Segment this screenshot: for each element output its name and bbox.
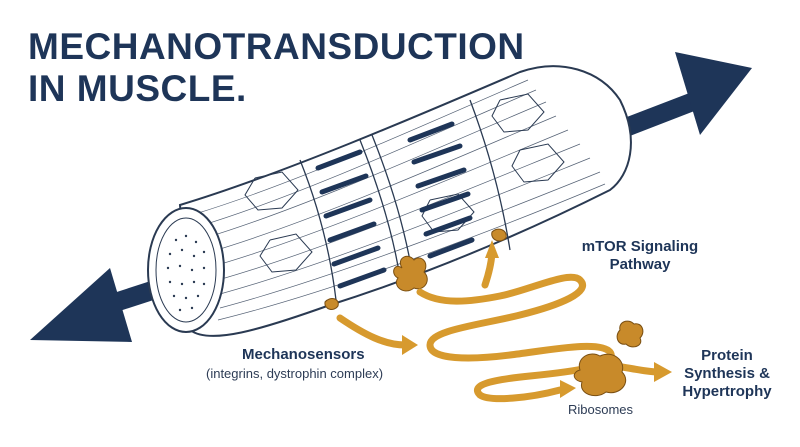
muscle-fiber: [147, 65, 632, 337]
protein-line2: Synthesis &: [684, 365, 770, 382]
protein-synthesis-label: Protein Synthesis & Hypertrophy: [672, 347, 782, 401]
mechanosensors-detail: (integrins, dystrophin complex): [206, 366, 384, 381]
mtor-label: mTOR Signaling Pathway: [570, 238, 710, 274]
protein-line3: Hypertrophy: [682, 383, 772, 400]
mechanosensor-protein-icon: [324, 228, 507, 310]
title-line-1: MECHANOTRANSDUCTION: [28, 26, 525, 67]
protein-line1: Protein: [701, 347, 753, 364]
mtor-label-line1: mTOR Signaling: [581, 238, 699, 255]
mechanosensors-label: Mechanosensors: [242, 346, 365, 363]
ribosome-cluster-icon: [573, 320, 644, 397]
mtor-label-line2: Pathway: [609, 256, 671, 273]
title-line-2: IN MUSCLE.: [28, 68, 247, 109]
page-title: MECHANOTRANSDUCTION IN MUSCLE.: [28, 26, 525, 110]
ribosomes-label: Ribosomes: [568, 402, 634, 417]
